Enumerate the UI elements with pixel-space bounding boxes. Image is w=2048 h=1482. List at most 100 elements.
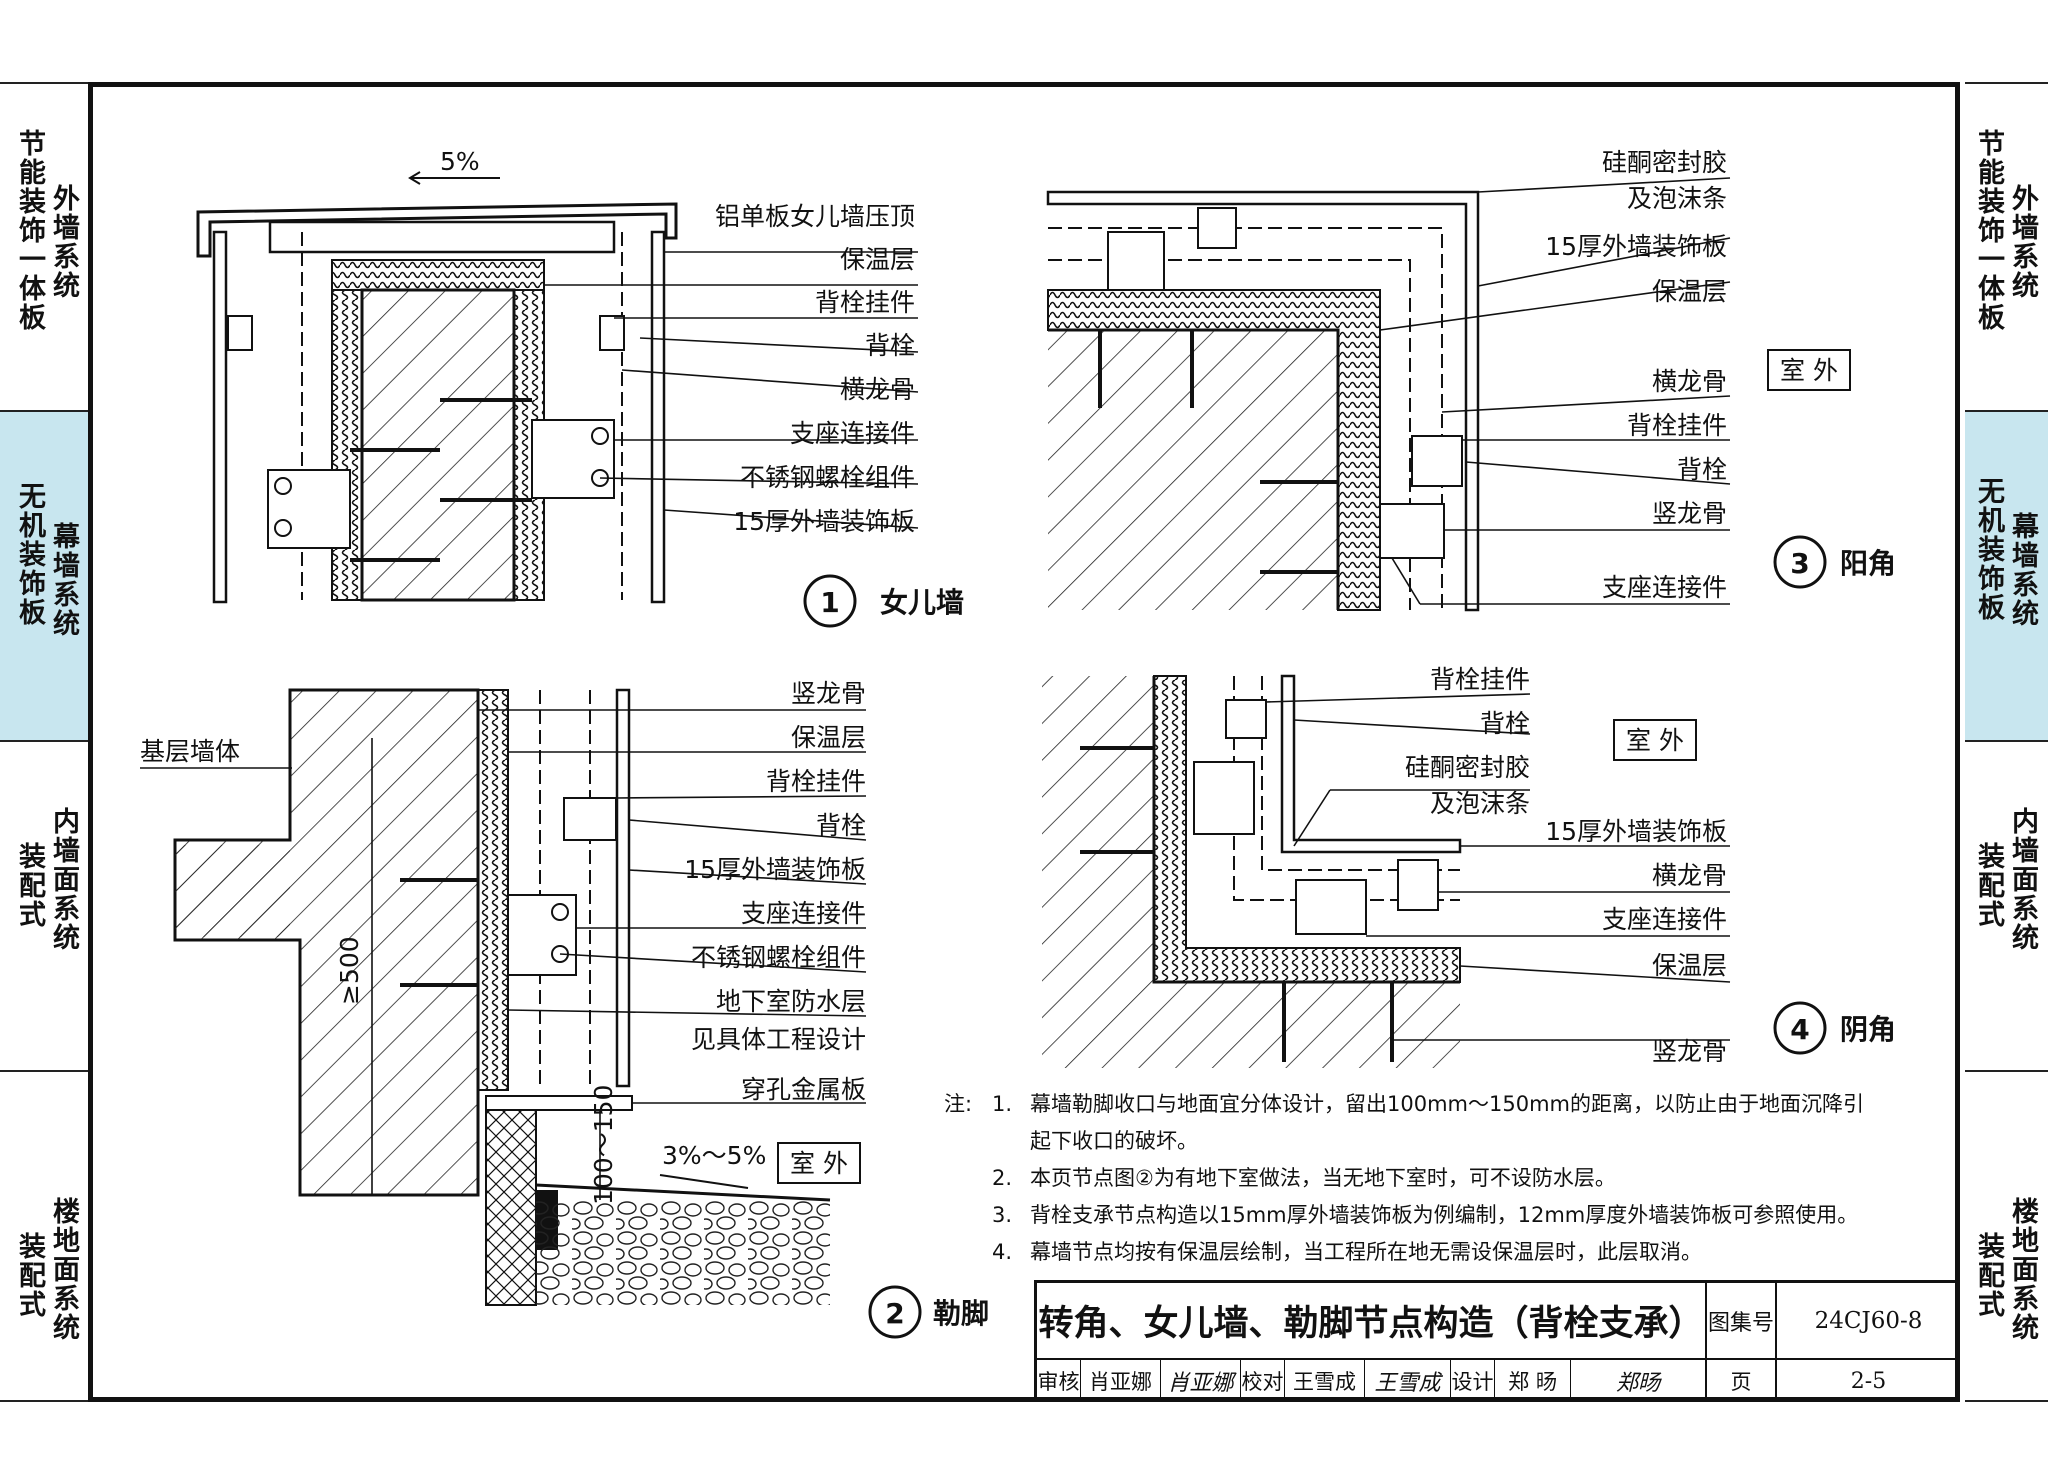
right-tab-3[interactable]: 装配式 内墙面系统 [1965, 742, 2048, 1072]
note-4-num: 4. [992, 1240, 1013, 1264]
note-2-num: 2. [992, 1166, 1013, 1190]
detail-2-label-3: 背栓挂件 [766, 767, 866, 796]
note-3-text: 背栓支承节点构造以15mm厚外墙装饰板为例编制，12mm厚度外墙装饰板可参照使用… [1030, 1203, 1859, 1227]
detail-2-slope: 3%～5% [662, 1141, 766, 1170]
atlas-number: 24CJ60-8 [1777, 1283, 1960, 1360]
note-2-text: 本页节点图②为有地下室做法，当无地下室时，可不设防水层。 [1030, 1166, 1616, 1190]
page-label: 页 [1707, 1360, 1777, 1402]
page-number: 2-5 [1850, 1368, 1887, 1394]
notes-prefix: 注: [944, 1092, 973, 1116]
drawing-title: 转角、女儿墙、勒脚节点构造（背栓支承） [1037, 1283, 1707, 1360]
check-label: 校对 [1241, 1360, 1285, 1402]
checker-signature: 王雪成 [1365, 1360, 1451, 1402]
detail-4-outdoor: 室 外 [1626, 726, 1684, 755]
detail-3-number: 3 [1790, 547, 1809, 580]
detail-2-base-wall: 基层墙体 [140, 737, 240, 766]
detail-1-label-6: 支座连接件 [790, 419, 915, 448]
designer-name: 郑 旸 [1495, 1360, 1571, 1402]
detail-4-label-5: 15厚外墙装饰板 [1545, 817, 1727, 846]
atlas-label: 图集号 [1707, 1283, 1777, 1360]
detail-2-drawing: ≥500 100～150 3%～5% 室 外 基层墙体 竖龙骨 保温层 背栓挂件… [140, 679, 989, 1339]
detail-1-number: 1 [820, 586, 839, 619]
detail-1-label-1: 铝单板女儿墙压顶 [715, 202, 915, 231]
design-label: 设计 [1451, 1360, 1495, 1402]
note-3-num: 3. [992, 1203, 1013, 1227]
detail-2-dim-150: 100～150 [589, 1085, 618, 1205]
detail-2-label-4: 背栓 [816, 811, 866, 840]
detail-2-label-8: 地下室防水层 [716, 987, 866, 1016]
right-tab-4[interactable]: 装配式 楼地面系统 [1965, 1072, 2048, 1402]
right-tab-1[interactable]: 节能装饰一体板 外墙系统 [1965, 82, 2048, 412]
left-tab-1[interactable]: 节能装饰一体板 外墙系统 [0, 82, 88, 412]
detail-2-outdoor: 室 外 [790, 1149, 848, 1178]
detail-3-label-5: 横龙骨 [1652, 367, 1727, 396]
detail-3-label-2: 及泡沫条 [1627, 184, 1727, 213]
right-tab-1-a: 节能装饰一体板 [1973, 129, 2004, 332]
title-block: 转角、女儿墙、勒脚节点构造（背栓支承） 图集号 24CJ60-8 审核 肖亚娜 … [1034, 1280, 1960, 1402]
note-4-text: 幕墙节点均按有保温层绘制，当工程所在地无需设保温层时，此层取消。 [1030, 1240, 1702, 1264]
note-1-text: 幕墙勒脚收口与地面宜分体设计，留出100mm～150mm的距离，以防止由于地面沉… [1030, 1092, 1864, 1116]
note-line-4: 3. 背栓支承节点构造以15mm厚外墙装饰板为例编制，12mm厚度外墙装饰板可参照… [944, 1197, 1864, 1234]
right-tab-1-b: 外墙系统 [2007, 184, 2038, 300]
detail-1-label-4: 背栓 [865, 331, 915, 360]
detail-1-label-3: 背栓挂件 [815, 288, 915, 317]
notes: 注:1.幕墙勒脚收口与地面宜分体设计，留出100mm～150mm的距离，以防止由… [944, 1086, 1864, 1271]
detail-3-label-4: 保温层 [1652, 277, 1727, 306]
detail-4-number: 4 [1790, 1013, 1809, 1046]
review-label: 审核 [1037, 1360, 1081, 1402]
designer-signature: 郑旸 [1571, 1360, 1707, 1402]
detail-2-label-6: 支座连接件 [741, 899, 866, 928]
left-tab-4-b: 楼地面系统 [48, 1197, 79, 1342]
detail-3-label-1: 硅酮密封胶 [1602, 148, 1727, 177]
detail-4-label-1: 背栓挂件 [1430, 665, 1530, 694]
note-line-2: 起下收口的破坏。 [944, 1123, 1864, 1160]
detail-2-label-9: 见具体工程设计 [691, 1025, 866, 1054]
detail-2-dim-500: ≥500 [335, 936, 364, 1005]
detail-3-outdoor: 室 外 [1780, 356, 1838, 385]
right-tab-2-b: 幕墙系统 [2007, 512, 2038, 628]
right-tab-2[interactable]: 无机装饰板 幕墙系统 [1965, 412, 2048, 742]
right-tab-2-a: 无机装饰板 [1973, 477, 2004, 622]
left-index: 节能装饰一体板 外墙系统 无机装饰板 幕墙系统 装配式 内墙面系统 装配式 楼地… [0, 82, 88, 1402]
left-tab-3[interactable]: 装配式 内墙面系统 [0, 742, 88, 1072]
detail-3-label-6: 背栓挂件 [1627, 411, 1727, 440]
detail-3-drawing: 室 外 硅酮密封胶 及泡沫条 15厚外墙装饰板 保温层 横龙骨 背栓挂件 背栓 … [1046, 148, 1896, 612]
note-line-1: 注:1.幕墙勒脚收口与地面宜分体设计，留出100mm～150mm的距离，以防止由… [944, 1086, 1864, 1123]
detail-3-label-7: 背栓 [1677, 455, 1727, 484]
note-line-5: 4. 幕墙节点均按有保温层绘制，当工程所在地无需设保温层时，此层取消。 [944, 1234, 1864, 1271]
note-line-3: 2. 本页节点图②为有地下室做法，当无地下室时，可不设防水层。 [944, 1160, 1864, 1197]
detail-3-label-3: 15厚外墙装饰板 [1545, 232, 1727, 261]
detail-1-label-5: 横龙骨 [840, 375, 915, 404]
detail-1-title: 女儿墙 [880, 586, 964, 619]
left-tab-3-a: 装配式 [14, 842, 45, 929]
detail-2-label-7: 不锈钢螺栓组件 [691, 943, 866, 972]
detail-2-label-10: 穿孔金属板 [741, 1075, 866, 1104]
left-tab-2-a: 无机装饰板 [14, 482, 45, 627]
detail-1-label-8: 15厚外墙装饰板 [733, 507, 915, 536]
right-tab-4-a: 装配式 [1973, 1232, 2004, 1319]
detail-4-title: 阴角 [1840, 1013, 1896, 1046]
detail-4-label-7: 支座连接件 [1602, 905, 1727, 934]
detail-1-slope: 5% [440, 147, 480, 176]
detail-4-label-9: 竖龙骨 [1652, 1037, 1727, 1066]
detail-2-label-1: 竖龙骨 [791, 679, 866, 708]
left-tab-4-a: 装配式 [14, 1232, 45, 1319]
reviewer-signature: 肖亚娜 [1161, 1360, 1241, 1402]
detail-2-label-2: 保温层 [791, 723, 866, 752]
detail-3-title: 阳角 [1840, 547, 1896, 580]
detail-3-label-8: 竖龙骨 [1652, 499, 1727, 528]
left-tab-2-b: 幕墙系统 [48, 522, 79, 638]
detail-4-drawing: 室 外 背栓挂件 背栓 硅酮密封胶 及泡沫条 15厚外墙装饰板 横龙骨 支座连接… [1042, 665, 1896, 1068]
detail-2-number: 2 [885, 1297, 904, 1330]
detail-1-label-7: 不锈钢螺栓组件 [740, 463, 915, 492]
detail-4-label-3: 硅酮密封胶 [1405, 753, 1530, 782]
detail-2-label-5: 15厚外墙装饰板 [684, 855, 866, 884]
right-tab-4-b: 楼地面系统 [2007, 1197, 2038, 1342]
left-tab-1-a: 节能装饰一体板 [14, 129, 45, 332]
left-tab-4[interactable]: 装配式 楼地面系统 [0, 1072, 88, 1402]
checker-name: 王雪成 [1285, 1360, 1365, 1402]
right-tab-3-a: 装配式 [1973, 842, 2004, 929]
detail-1-label-2: 保温层 [840, 245, 915, 274]
left-tab-2[interactable]: 无机装饰板 幕墙系统 [0, 412, 88, 742]
